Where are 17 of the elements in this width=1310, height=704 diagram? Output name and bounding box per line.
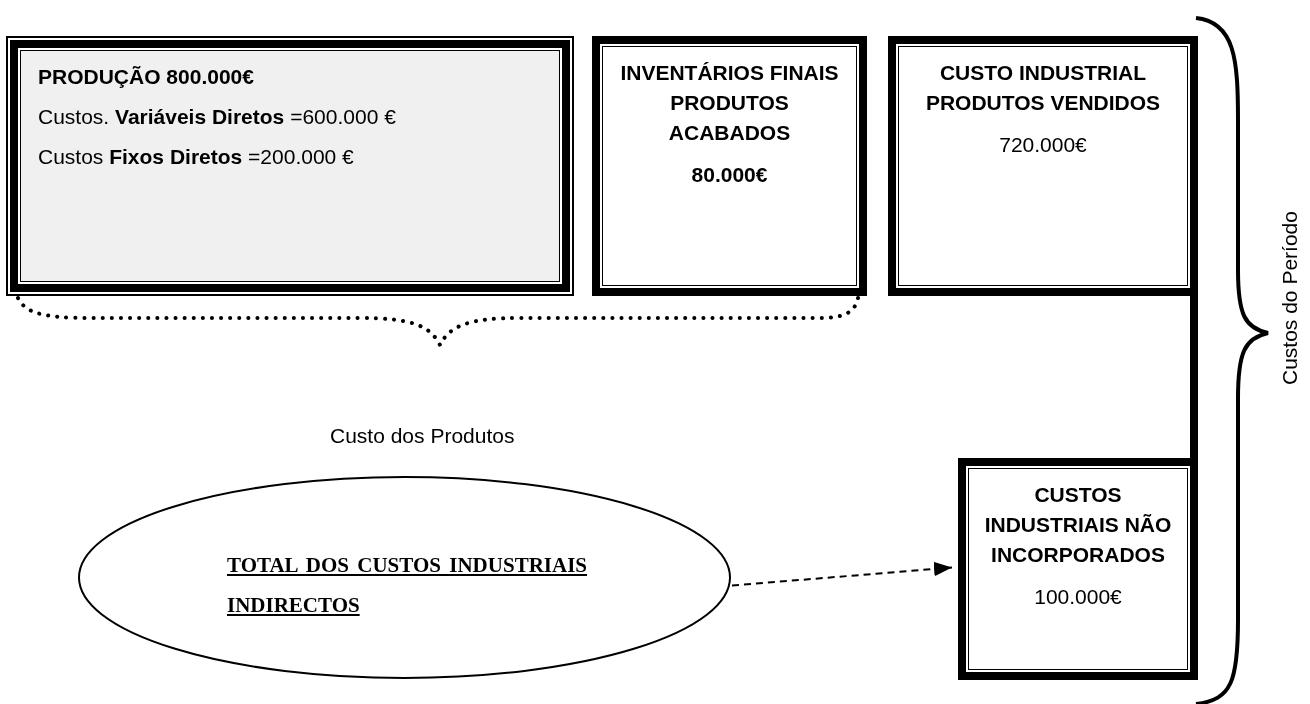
node-text: 720.000€ [998, 132, 1088, 158]
node-title: INVENTÁRIOS FINAIS PRODUTOS ACABADOS [619, 60, 840, 146]
node-title: TOTAL DOS CUSTOS INDUSTRIAIS INDIRECTOS [227, 552, 587, 619]
brace-label: Custo dos Produtos [330, 424, 515, 448]
node-title: CUSTOS INDUSTRIAIS NÃO INCORPORADOS [983, 482, 1173, 568]
node-text: 80.000€ [690, 162, 769, 188]
node-text: 100.000€ [1033, 584, 1123, 610]
node-title: CUSTO INDUSTRIAL PRODUTOS VENDIDOS [924, 60, 1162, 116]
node-title: PRODUÇÃO 800.000€ [38, 64, 255, 90]
node-text: Custos Fixos Diretos =200.000 € [38, 144, 355, 170]
ellipse-node [77, 475, 732, 680]
arrow [731, 561, 953, 587]
connector-bar [1190, 296, 1198, 458]
cost-box [888, 36, 1198, 296]
cost-box [592, 36, 867, 296]
cost-box [958, 458, 1198, 680]
node-text: Custos. Variáveis Diretos =600.000 € [38, 104, 397, 130]
